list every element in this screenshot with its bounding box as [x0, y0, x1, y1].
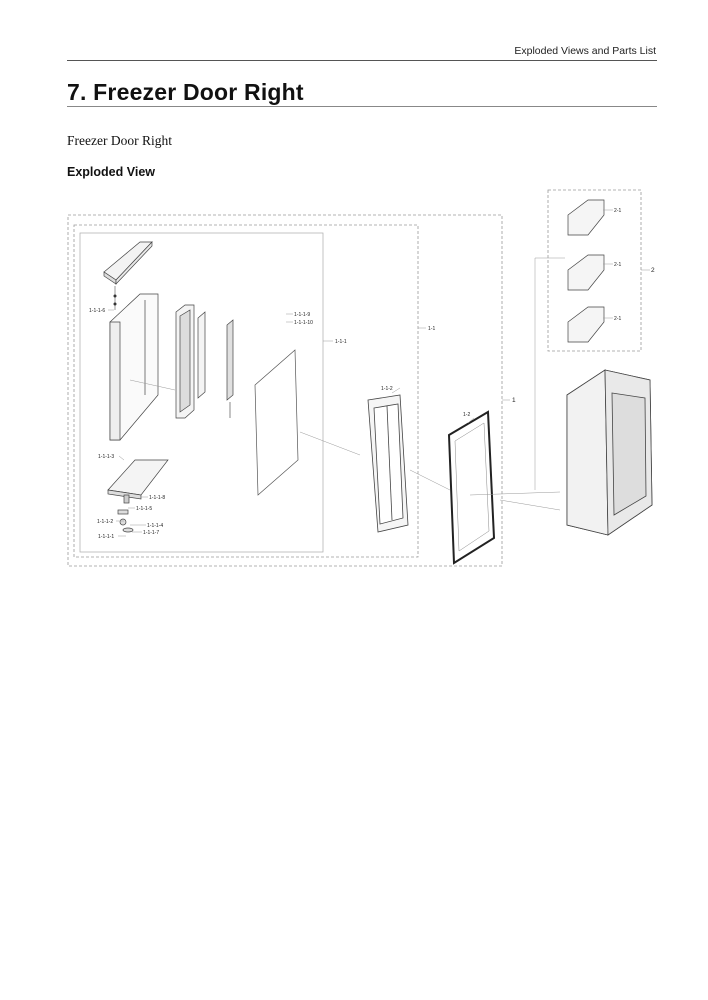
door-gasket-1-2 — [447, 410, 496, 565]
label-1-1: 1-1 — [428, 326, 435, 332]
door-liner-part — [254, 349, 299, 496]
running-header: Exploded Views and Parts List — [514, 45, 656, 57]
label-1-1-1-3: 1-1-1-3 — [98, 454, 114, 460]
header-divider — [67, 60, 657, 61]
bin-group-boundary — [547, 189, 642, 352]
label-2: 2 — [651, 267, 655, 274]
door-bottom-bracket-part — [107, 459, 169, 504]
label-1-1-1-7: 1-1-1-7 — [143, 530, 159, 536]
assembly-boundary-1-1-1 — [79, 232, 324, 553]
label-1-1-1-5: 1-1-1-5 — [136, 506, 152, 512]
label-1-1-1: 1-1-1 — [335, 339, 347, 345]
label-1-2: 1-2 — [463, 412, 470, 418]
label-1-1-1-2: 1-1-1-2 — [97, 519, 113, 525]
label-1-1-1-9: 1-1-1-9 — [294, 312, 310, 318]
title-divider — [67, 106, 657, 107]
label-1-1-1-10: 1-1-1-10 — [294, 320, 313, 326]
label-1: 1 — [512, 397, 516, 404]
label-2-1-b: 2-1 — [614, 262, 621, 268]
assembly-boundary-1-1 — [73, 224, 419, 558]
door-trim-part — [175, 304, 234, 419]
door-bin-part — [567, 199, 605, 343]
chapter-title: 7. Freezer Door Right — [67, 79, 304, 105]
label-1-1-1-4: 1-1-1-4 — [147, 523, 163, 529]
refrigerator-body — [566, 369, 653, 536]
page-subtitle: Freezer Door Right — [67, 133, 172, 148]
label-1-1-2: 1-1-2 — [381, 386, 393, 392]
door-outer-panel-part — [109, 293, 159, 441]
label-1-1-1-1: 1-1-1-1 — [98, 534, 114, 540]
label-1-1-1-6: 1-1-1-6 — [89, 308, 105, 314]
label-2-1-a: 2-1 — [614, 208, 621, 214]
handle-cap-part — [103, 241, 153, 285]
door-frame-1-1-2 — [367, 394, 409, 533]
section-heading: Exploded View — [67, 165, 155, 179]
label-1-1-1-8: 1-1-1-8 — [149, 495, 165, 501]
assembly-boundary-1 — [67, 214, 503, 567]
label-2-1-c: 2-1 — [614, 316, 621, 322]
